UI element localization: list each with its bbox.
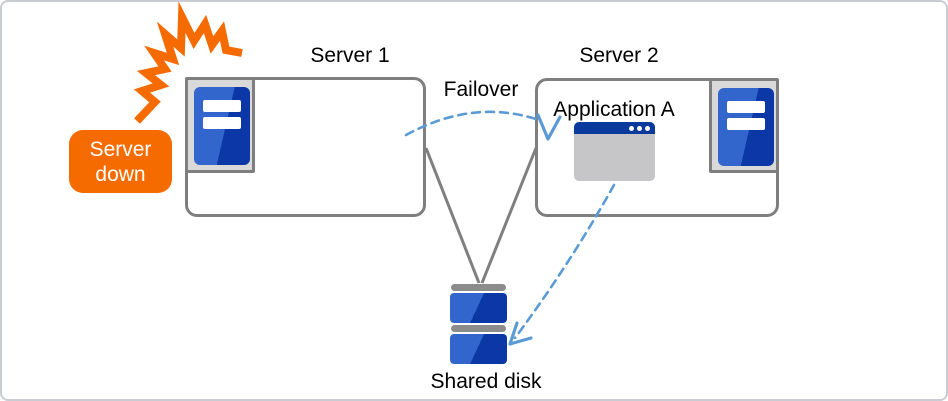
server2-title: Server 2	[579, 44, 659, 67]
shared-disk-icon	[450, 334, 507, 364]
server-slot-icon	[203, 100, 241, 112]
application-label: Application A	[553, 98, 675, 121]
server1-icon-frame	[185, 77, 255, 173]
disk-top-bar	[451, 284, 506, 291]
application-icon	[574, 122, 655, 181]
shared-disk-icon	[450, 293, 507, 323]
server1-title: Server 1	[310, 44, 390, 67]
server2-icon-frame	[709, 78, 779, 173]
failover-label: Failover	[443, 78, 519, 101]
server1-icon	[194, 87, 250, 165]
connector-server2-disk	[480, 147, 538, 284]
window-dot-icon	[637, 125, 642, 131]
disk-mid-bar	[451, 325, 506, 332]
connector-server1-disk	[424, 147, 481, 284]
window-dot-icon	[645, 125, 650, 131]
server-down-label: Server down	[89, 137, 152, 186]
server-slot-icon	[203, 117, 241, 129]
shared-disk-label: Shared disk	[430, 370, 542, 393]
app-to-disk-arrowhead-icon	[508, 321, 533, 346]
server-slot-icon	[727, 118, 765, 130]
app-window-body	[574, 134, 655, 181]
window-dot-icon	[629, 125, 634, 131]
server-slot-icon	[727, 101, 765, 113]
server2-icon	[718, 88, 774, 166]
app-titlebar	[574, 122, 655, 134]
server-down-badge: Server down	[69, 130, 172, 193]
